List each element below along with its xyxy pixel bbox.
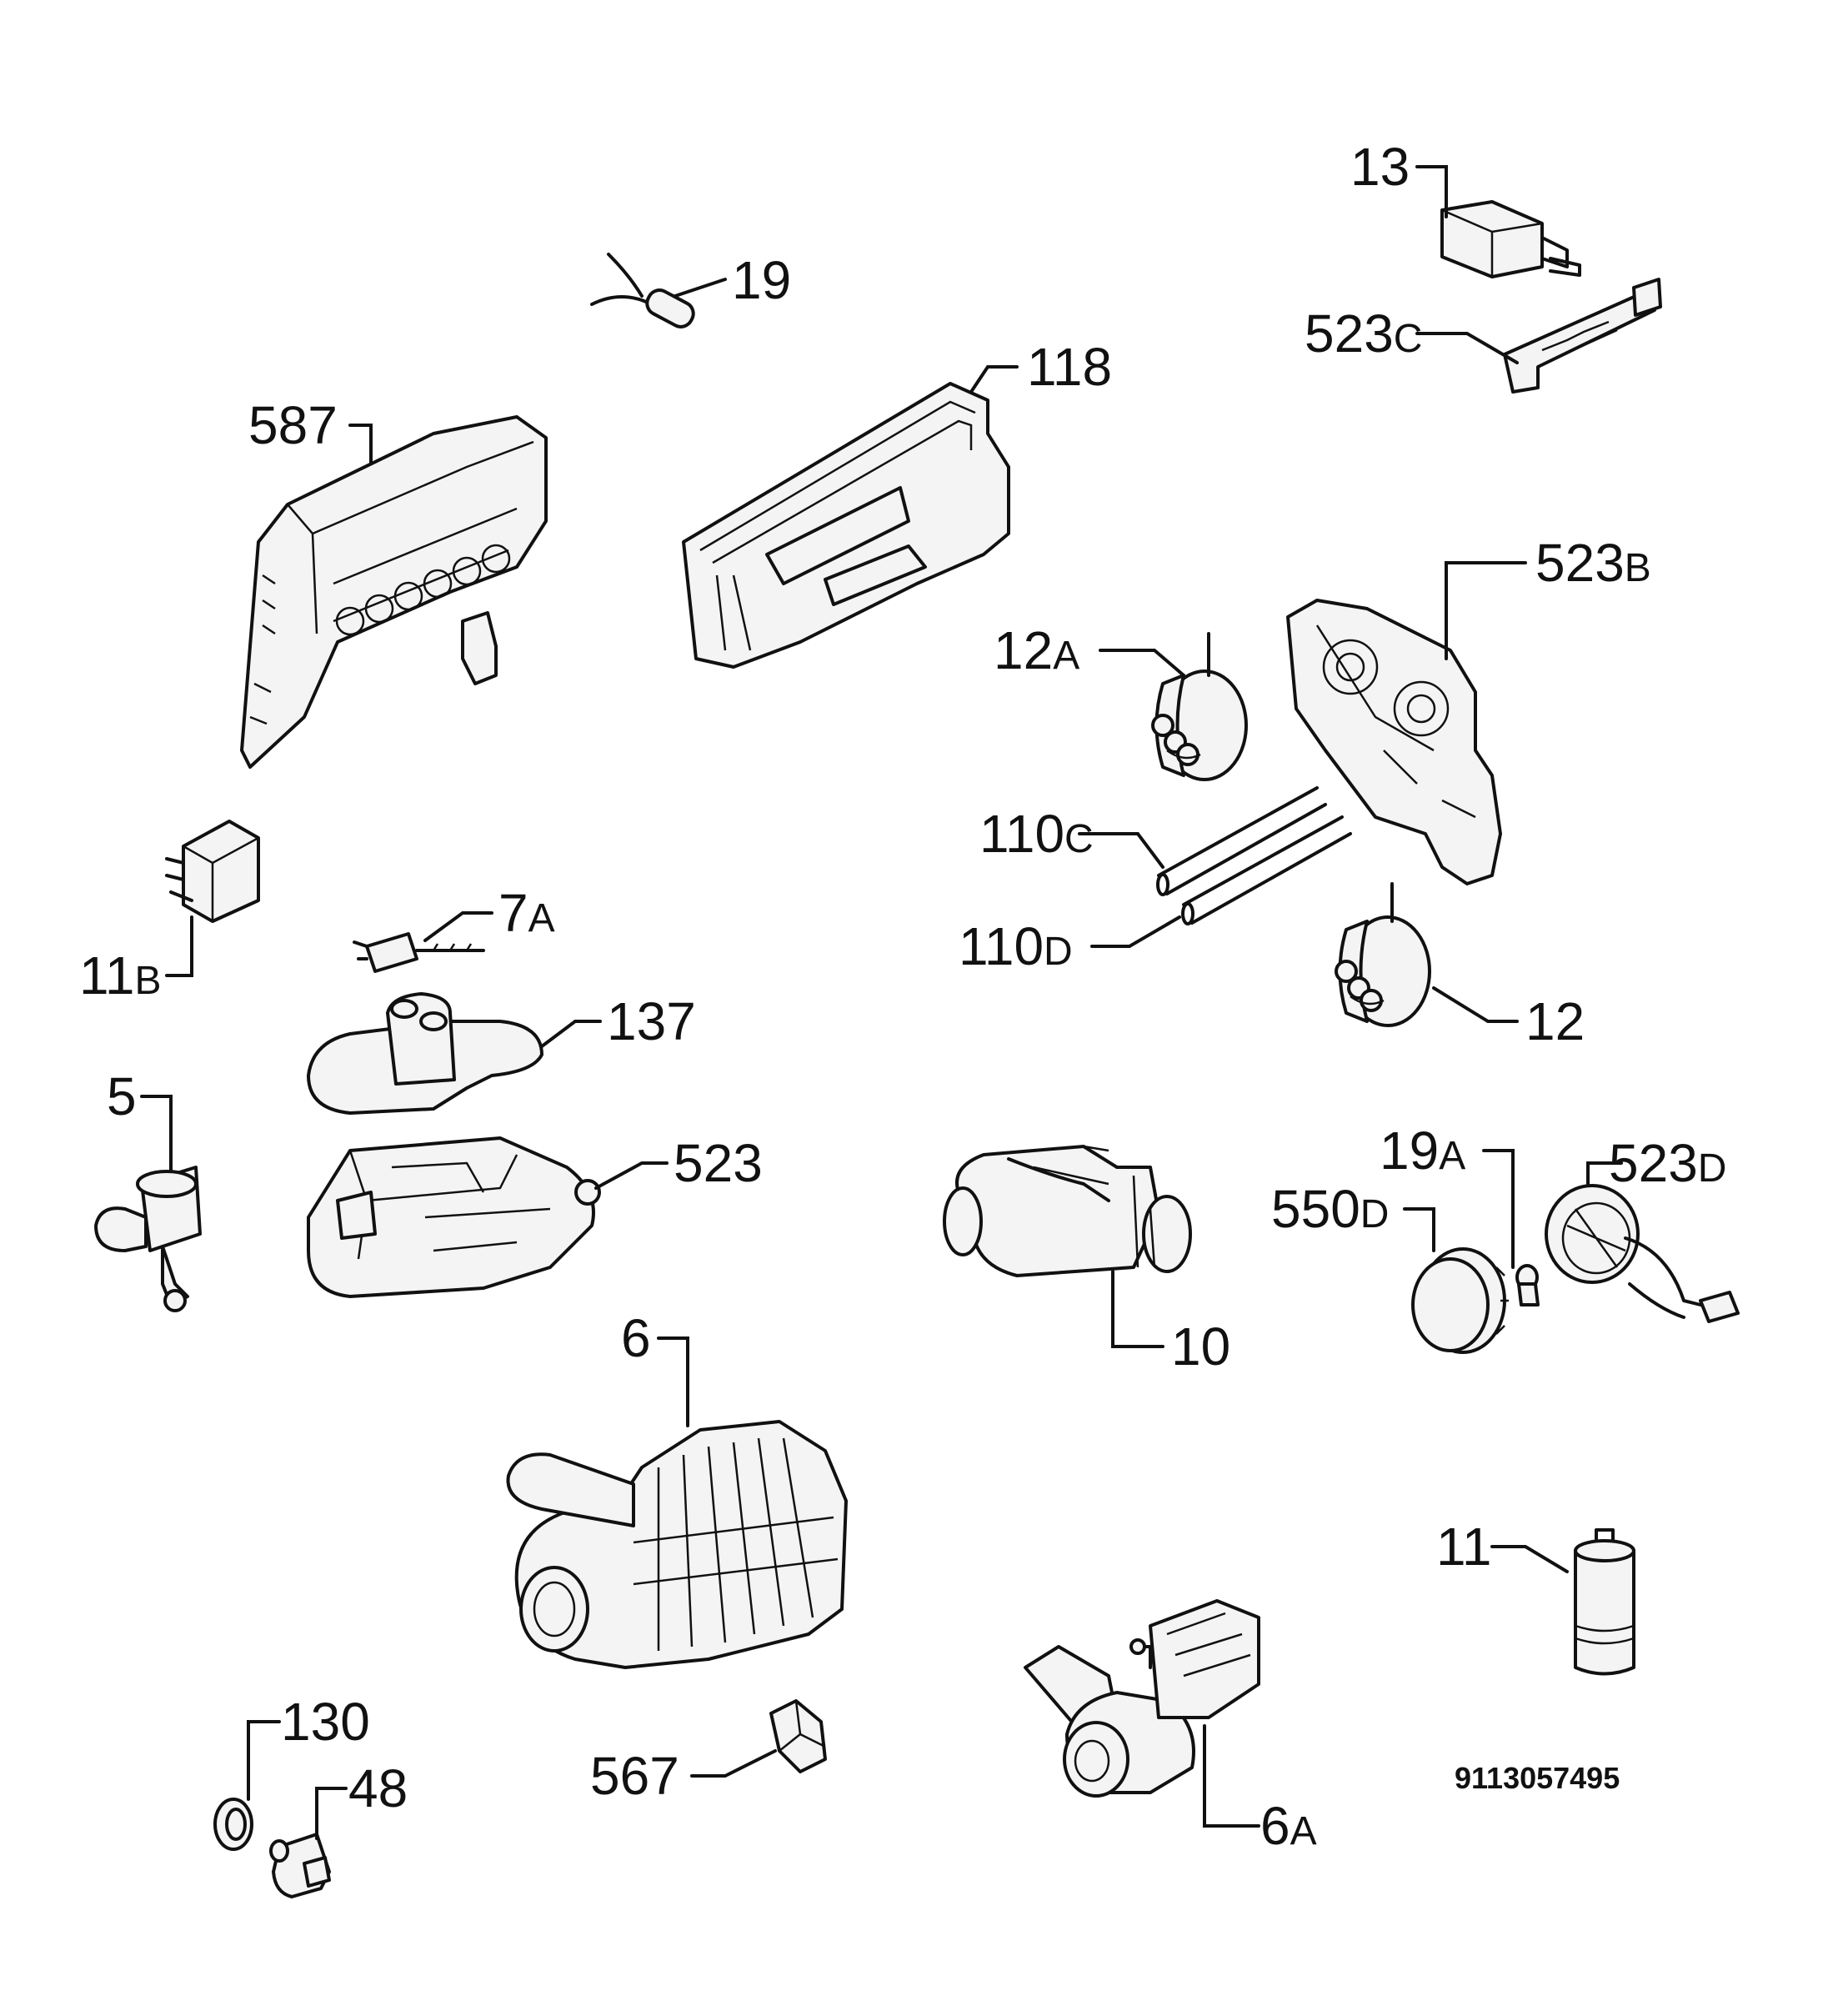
part-6-circulation-pump [506,1420,848,1669]
part-19A-bulb [1515,1264,1540,1306]
part-587-control-module [240,415,548,769]
callout-13: 13 [1350,137,1410,197]
part-48-plug [269,1833,331,1898]
leader-lines [140,165,1623,1840]
callout-6: 6 [621,1308,651,1368]
callout-5: 5 [107,1066,137,1126]
part-137-cover [307,992,543,1115]
part-110D-tube [1181,815,1352,925]
part-523D-lamp-holder [1545,1184,1740,1323]
part-13-switch [1440,200,1581,278]
callout-19: 19 [732,250,791,310]
callout-6A: 6A [1260,1796,1317,1856]
callout-567: 567 [590,1746,679,1806]
part-110C-tube [1156,786,1327,896]
part-118-panel [682,382,1010,669]
callout-587: 587 [248,395,338,455]
part-6A-drain-pump [1024,1599,1260,1798]
part-523-sump-housing [307,1136,601,1298]
callout-118: 118 [1027,337,1112,397]
part-12-pressure-switch [1335,882,1431,1027]
callout-19A: 19A [1380,1121,1465,1181]
callout-7A: 7A [498,883,555,943]
callout-523D: 523D [1609,1133,1726,1193]
part-11-capacitor [1574,1528,1635,1676]
callout-523B: 523B [1535,533,1651,593]
callout-130: 130 [281,1692,370,1752]
callout-labels: 13 19 523C 118 587 523B 12A 110C 110D 12… [79,137,1726,1856]
part-12A-pressure-switch [1151,632,1248,781]
part-7A-microswitch [353,932,485,973]
part-130-seal-ring [213,1798,253,1851]
callout-137: 137 [607,991,696,1051]
part-523B-housing [1286,599,1502,885]
part-10-fitting [943,1145,1192,1277]
callout-10: 10 [1171,1316,1230,1377]
part-5-valve [94,1166,202,1312]
document-number: 9113057495 [1455,1761,1620,1795]
callout-12A: 12A [994,620,1079,680]
part-550D-knob [1411,1247,1509,1354]
part-11B-relay [165,820,260,923]
callout-11B: 11B [79,945,161,1006]
part-567-clip [769,1699,827,1773]
part-523C-bracket [1503,278,1662,394]
callout-12: 12 [1525,991,1585,1051]
callout-11: 11 [1436,1517,1491,1577]
callout-48: 48 [348,1758,408,1818]
callout-110D: 110D [959,916,1073,976]
callout-110C: 110C [979,804,1094,864]
callout-550D: 550D [1271,1179,1389,1239]
callout-523: 523 [674,1133,763,1193]
callout-523C: 523C [1305,303,1422,364]
